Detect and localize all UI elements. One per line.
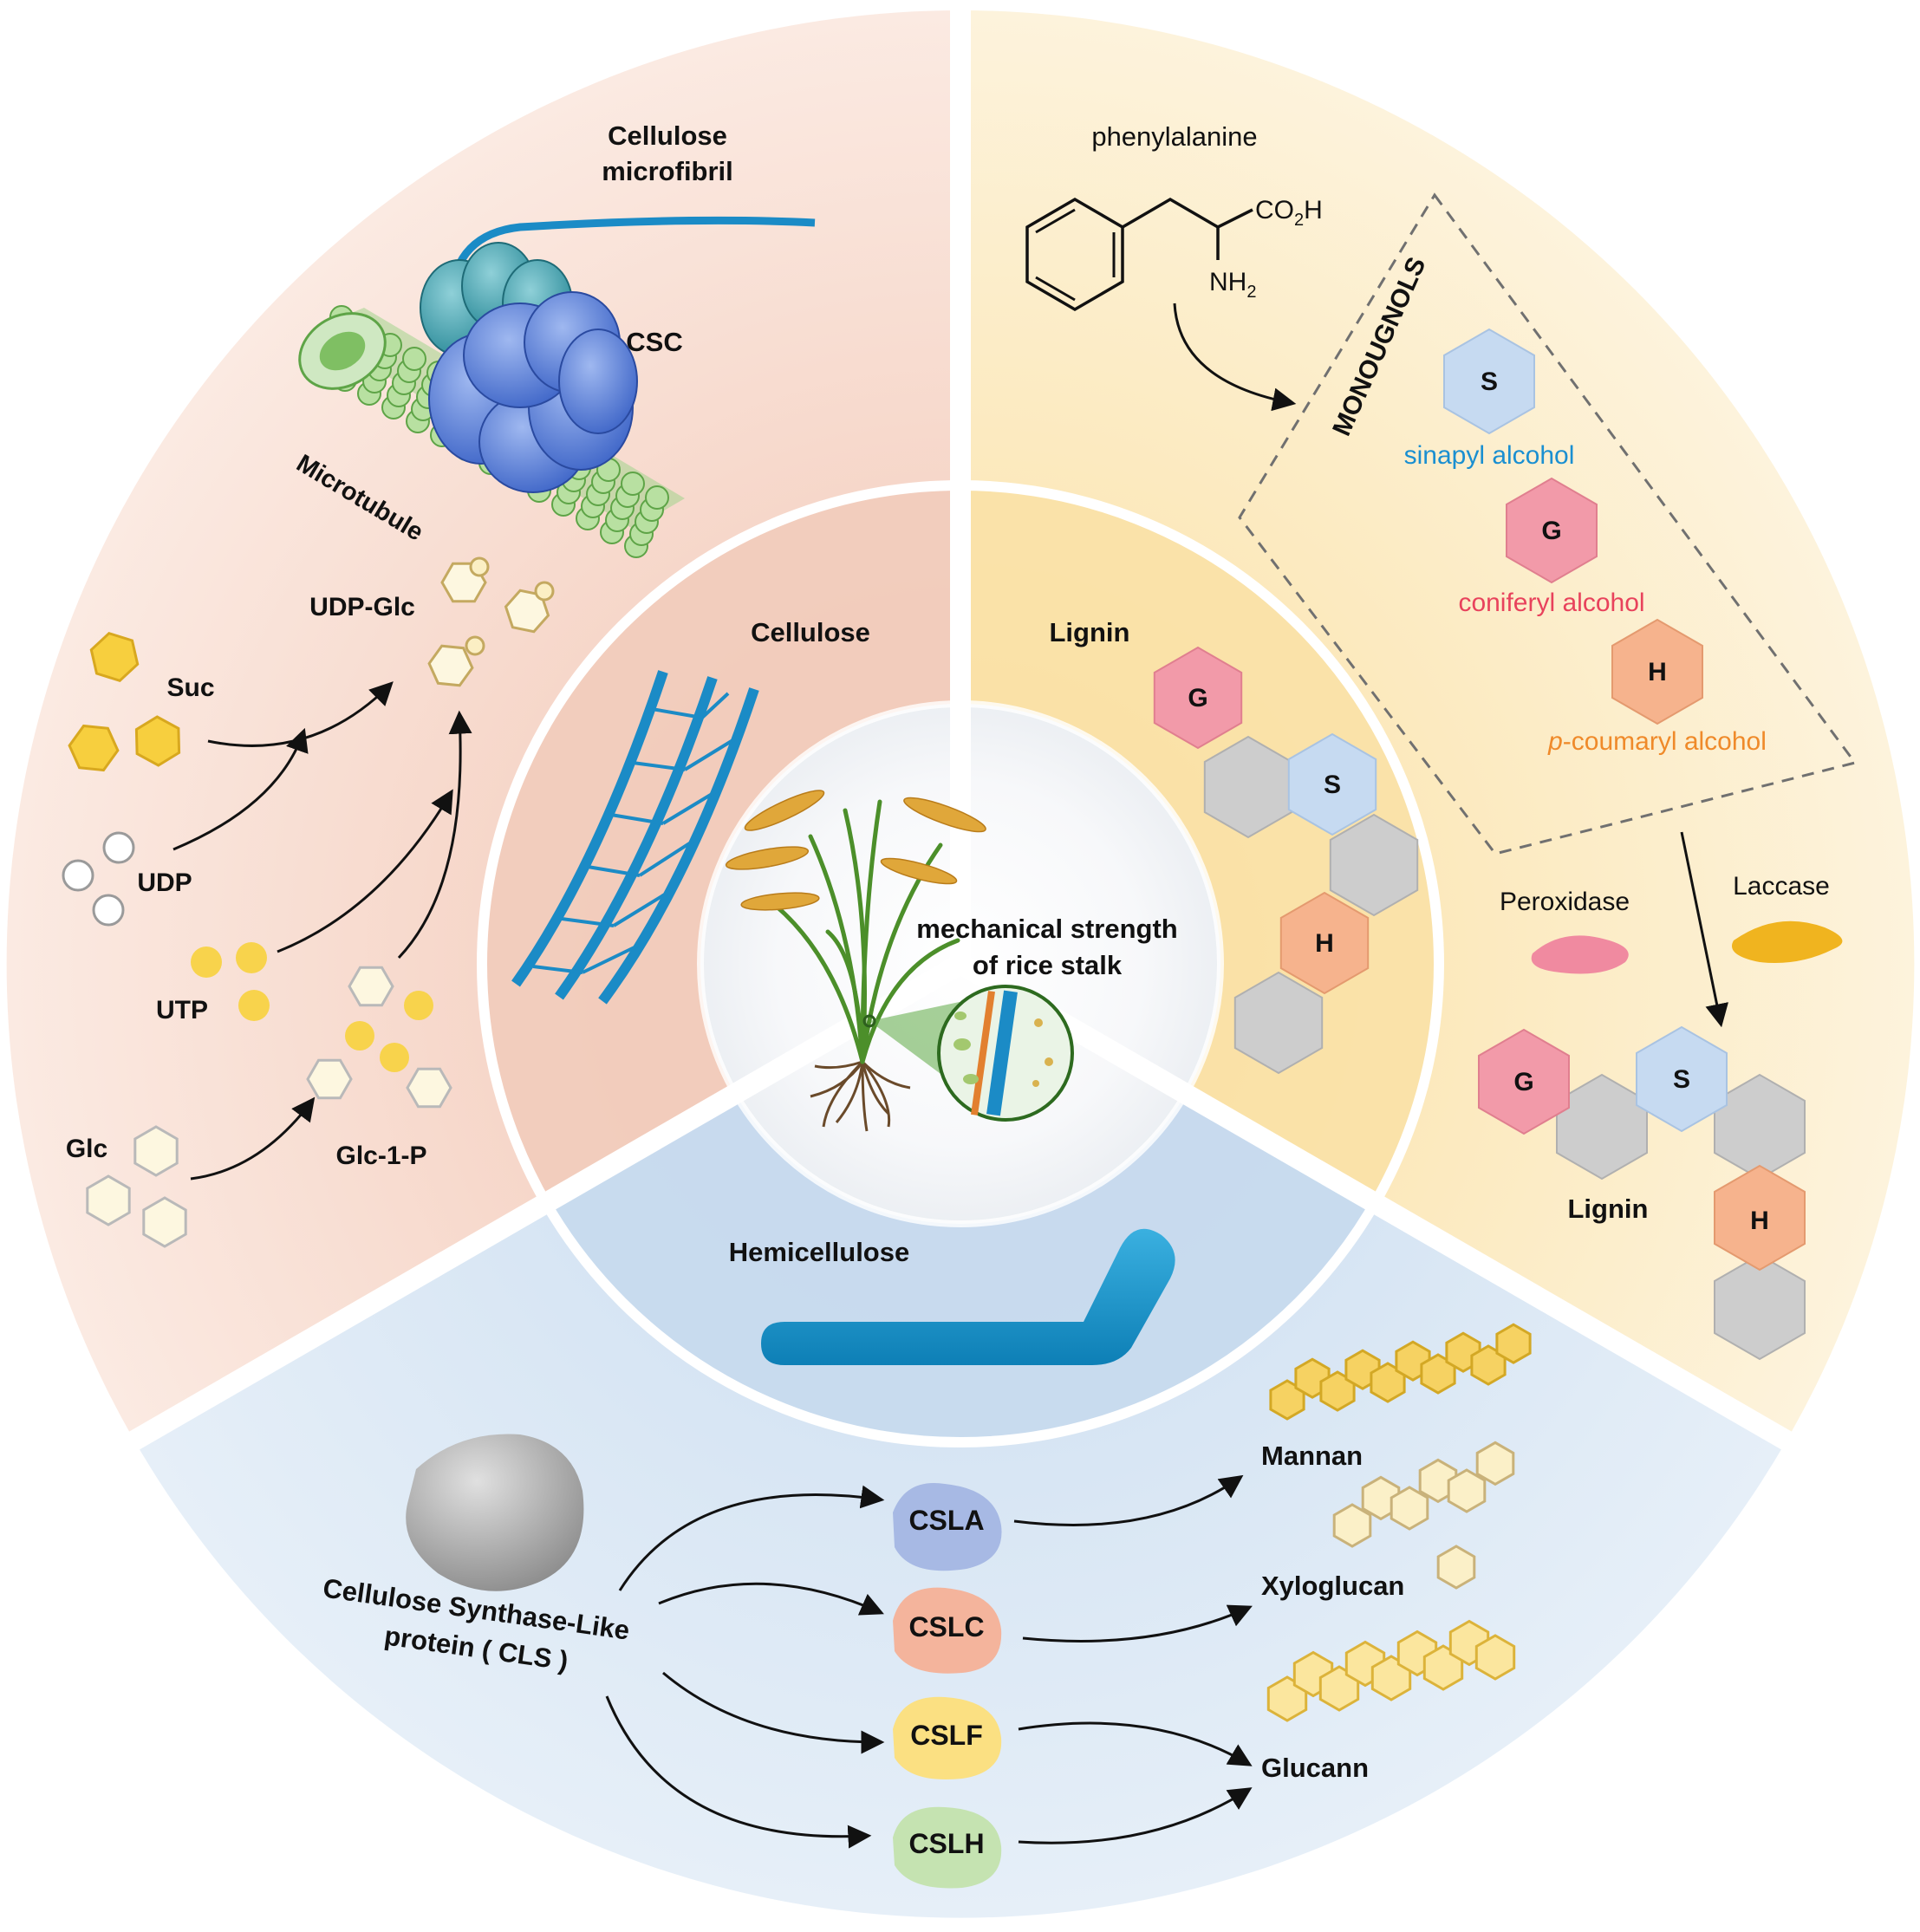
mannan-chain bbox=[1269, 1323, 1532, 1421]
xyloglucan-label: Xyloglucan bbox=[1261, 1571, 1404, 1601]
glc-1-p-label: Glc-1-P bbox=[335, 1142, 426, 1170]
cellulose-microfibril-strand bbox=[446, 216, 816, 300]
cslc-label: CSLC bbox=[908, 1611, 984, 1643]
glucann-label: Glucann bbox=[1261, 1753, 1369, 1783]
laccase-enzyme-shape bbox=[1732, 920, 1843, 963]
csl-enzymes bbox=[893, 1482, 1002, 1889]
monolignol-s-hex bbox=[1443, 328, 1535, 435]
cslf-label: CSLF bbox=[910, 1720, 983, 1751]
phenylalanine-to-monolignols-arrow bbox=[1173, 302, 1297, 412]
center-title-line1: mechanical strength bbox=[916, 914, 1177, 944]
udp-glc-molecules bbox=[427, 556, 555, 687]
lignin-polymer-inner bbox=[1153, 646, 1419, 1075]
microfibril-label-line2: microfibril bbox=[602, 156, 733, 186]
csc-label: CSC bbox=[626, 327, 682, 357]
phenylalanine-structure bbox=[1025, 197, 1253, 312]
glucan-chain bbox=[1266, 1619, 1516, 1722]
polymerization-arrow bbox=[1680, 831, 1729, 1028]
monolignol-h-label: H bbox=[1648, 658, 1667, 686]
monolignol-h-hex bbox=[1611, 618, 1703, 725]
cslh-shape bbox=[893, 1806, 1002, 1889]
outer-polymer-h-label: H bbox=[1750, 1207, 1769, 1235]
inner-polymer-s-label: S bbox=[1324, 771, 1341, 799]
mannan-label: Mannan bbox=[1261, 1441, 1363, 1471]
microfibril-label-line1: Cellulose bbox=[608, 120, 727, 151]
hemicellulose-pathway-arrows bbox=[605, 1474, 1253, 1849]
monolignol-s-label: S bbox=[1481, 368, 1498, 396]
core-border bbox=[697, 700, 1224, 1227]
phenylalanine-label: phenylalanine bbox=[1091, 121, 1257, 152]
outer-polymer-g-label: G bbox=[1513, 1068, 1533, 1096]
udp-molecules bbox=[62, 831, 135, 927]
monolignols-dashed-box bbox=[1238, 192, 1858, 855]
cellulose-pathway-arrows bbox=[172, 681, 472, 1181]
monolignol-g-hex bbox=[1506, 477, 1598, 584]
inner-ring-border bbox=[477, 480, 1444, 1447]
csla-label: CSLA bbox=[908, 1505, 984, 1536]
glc-molecules bbox=[86, 1125, 187, 1248]
cslh-label: CSLH bbox=[908, 1828, 984, 1859]
lignin-product-label: Lignin bbox=[1568, 1194, 1649, 1224]
suc-molecules bbox=[68, 632, 181, 772]
hemicellulose-bar-shape bbox=[761, 1228, 1175, 1365]
co2h-group: CO2H bbox=[1255, 196, 1323, 230]
cellulose-inner-title: Cellulose bbox=[751, 617, 870, 647]
hemicellulose-inner-title: Hemicellulose bbox=[729, 1237, 909, 1267]
suc-label: Suc bbox=[166, 673, 214, 702]
utp-label: UTP bbox=[156, 996, 208, 1025]
udp-label: UDP bbox=[137, 868, 192, 897]
cellulose-chains-illustration bbox=[511, 670, 759, 1005]
sinapyl-alcohol-label: sinapyl alcohol bbox=[1404, 441, 1575, 470]
glc-1-p-molecules bbox=[306, 966, 452, 1109]
outer-polymer-s-label: S bbox=[1673, 1065, 1690, 1094]
lignin-inner-title: Lignin bbox=[1050, 617, 1130, 647]
udp-glc-label: UDP-Glc bbox=[309, 593, 415, 621]
cls-protein-blob bbox=[406, 1434, 584, 1591]
inner-polymer-g-label: G bbox=[1188, 684, 1207, 712]
rice-plant-illustration bbox=[725, 790, 1074, 1132]
monolignol-g-label: G bbox=[1541, 517, 1561, 545]
peroxidase-label: Peroxidase bbox=[1500, 888, 1630, 916]
center-title-line2: of rice stalk bbox=[973, 950, 1123, 980]
cslc-shape bbox=[893, 1587, 1002, 1674]
laccase-label: Laccase bbox=[1733, 872, 1830, 901]
utp-molecules bbox=[191, 942, 270, 1021]
lignin-polymer-outer bbox=[1478, 1025, 1806, 1361]
xyloglucan-chain bbox=[1332, 1441, 1515, 1590]
csc-complex-illustration bbox=[420, 242, 638, 493]
inner-polymer-h-label: H bbox=[1315, 929, 1334, 958]
peroxidase-enzyme-shape bbox=[1531, 935, 1629, 974]
glc-label: Glc bbox=[66, 1135, 107, 1163]
csla-shape bbox=[893, 1482, 1002, 1571]
p-coumaryl-alcohol-label: p-coumaryl alcohol bbox=[1547, 727, 1767, 756]
coniferyl-alcohol-label: coniferyl alcohol bbox=[1458, 589, 1644, 617]
cslf-shape bbox=[893, 1696, 1002, 1779]
nh2-group: NH2 bbox=[1209, 268, 1256, 302]
